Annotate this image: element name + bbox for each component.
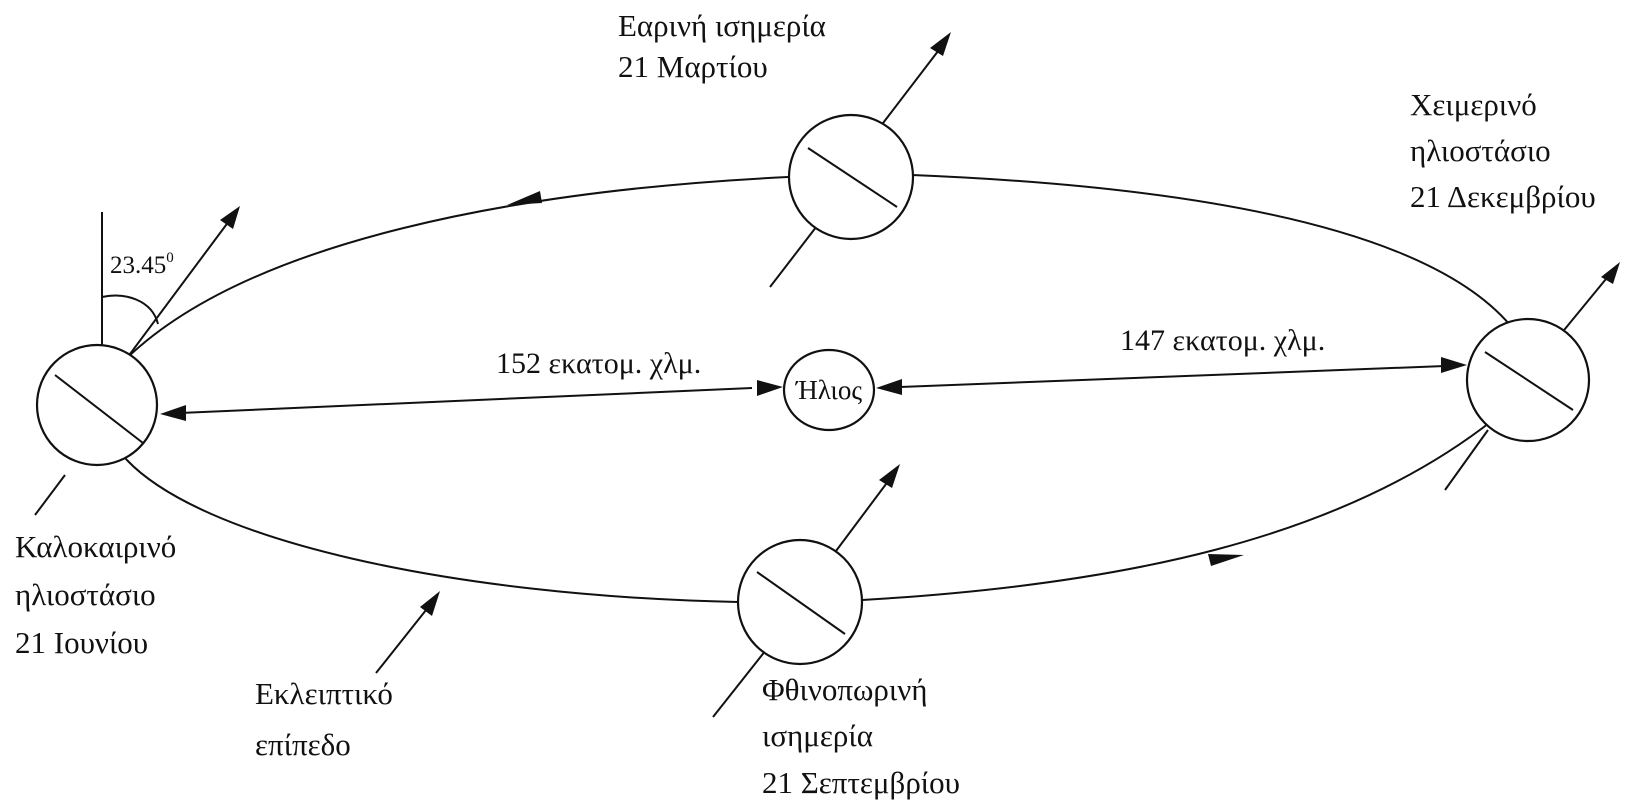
earth-equator-summer	[54, 374, 144, 444]
tilt-angle-value: 23.45	[110, 252, 166, 279]
distance-left-arrowhead-sun	[757, 380, 783, 396]
distance-left-line	[179, 387, 753, 414]
earth-spring-equinox	[769, 32, 951, 288]
label-summer-line-2: ηλιοστάσιο	[15, 577, 156, 612]
orbit-arc-bottom-left	[124, 457, 739, 603]
ecliptic-pointer-arrowhead	[420, 591, 440, 616]
label-spring-line-1: Εαρινή ισημερία	[618, 8, 826, 43]
tilt-angle-degree-mark: 0	[166, 250, 174, 266]
earth-axis-summer-upper	[126, 212, 236, 359]
orbit-path	[124, 174, 1511, 603]
distance-right-arrowhead-earth	[1441, 357, 1467, 373]
orbit-direction-arrow-top	[507, 191, 542, 205]
earth-axis-autumn-arrowhead	[879, 464, 900, 488]
tilt-angle-arc	[101, 294, 159, 325]
earth-winter-solstice	[1444, 262, 1620, 491]
label-autumn-line-1: Φθινοπωρινή	[762, 672, 927, 707]
orbit-direction-arrow-bottom	[1208, 554, 1244, 566]
distance-left-label: 152 εκατομ. χλμ.	[496, 347, 701, 380]
orbit-arc-top-left	[126, 176, 789, 359]
label-spring-equinox: Εαρινή ισημερία 21 Μαρτίου	[618, 8, 834, 84]
ecliptic-pointer-line	[375, 599, 435, 674]
earth-axis-summer-lower	[34, 474, 66, 516]
orbit-arc-bottom-right	[861, 419, 1494, 601]
earth-axis-spring-lower	[769, 221, 821, 288]
label-ecliptic-line-2: επίπεδο	[255, 727, 351, 762]
earth-axis-summer-arrowhead	[220, 206, 240, 229]
label-summer-line-3: 21 Ιουνίου	[15, 625, 148, 660]
ecliptic-pointer	[375, 591, 440, 674]
distance-right-label: 147 εκατομ. χλμ.	[1120, 324, 1325, 357]
label-autumn-line-2: ισημερία	[762, 718, 873, 753]
earth-axis-winter-arrowhead	[1601, 262, 1620, 284]
earth-axis-winter-lower	[1444, 429, 1489, 491]
distance-right-arrowhead-sun	[876, 379, 902, 395]
label-winter-line-2: ηλιοστάσιο	[1410, 133, 1551, 168]
label-summer-line-1: Καλοκαιρινό	[15, 529, 176, 564]
tilt-angle-label: 23.450	[110, 250, 174, 279]
label-autumn-line-3: 21 Σεπτεμβρίου	[762, 765, 960, 800]
orbit-arc-top-right	[911, 174, 1511, 326]
earth-axis-spring-arrowhead	[930, 32, 951, 56]
label-winter-line-1: Χειμερινό	[1410, 87, 1537, 122]
earth-equator-spring	[807, 147, 898, 208]
earth-axis-autumn-lower	[712, 649, 767, 718]
label-summer-solstice: Καλοκαιρινό ηλιοστάσιο 21 Ιουνίου	[15, 529, 184, 660]
label-ecliptic-line-1: Εκλειπτικό	[255, 676, 393, 711]
earth-axis-spring-upper	[879, 41, 946, 128]
earth-equator-autumn	[756, 571, 846, 635]
label-ecliptic-plane: Εκλειπτικό επίπεδο	[255, 676, 401, 762]
earth-autumn-equinox	[712, 464, 900, 718]
earth-equator-winter	[1484, 351, 1574, 411]
earth-summer-solstice: 23.450	[34, 206, 240, 516]
sun-label: Ήλιος	[795, 375, 862, 405]
earth-axis-autumn-upper	[832, 471, 896, 556]
label-winter-solstice: Χειμερινό ηλιοστάσιο 21 Δεκεμβρίου	[1410, 87, 1596, 214]
distance-right: 147 εκατομ. χλμ.	[876, 324, 1467, 395]
distance-left-arrowhead-earth	[160, 405, 186, 421]
earth-disc-summer	[35, 343, 159, 467]
label-autumn-equinox: Φθινοπωρινή ισημερία 21 Σεπτεμβρίου	[762, 672, 960, 800]
sun: Ήλιος	[782, 348, 876, 432]
sun-disc	[782, 348, 876, 432]
label-winter-line-3: 21 Δεκεμβρίου	[1410, 179, 1596, 214]
label-spring-line-2: 21 Μαρτίου	[618, 49, 768, 84]
distance-left: 152 εκατομ. χλμ.	[160, 347, 783, 421]
distance-right-line	[899, 365, 1446, 388]
